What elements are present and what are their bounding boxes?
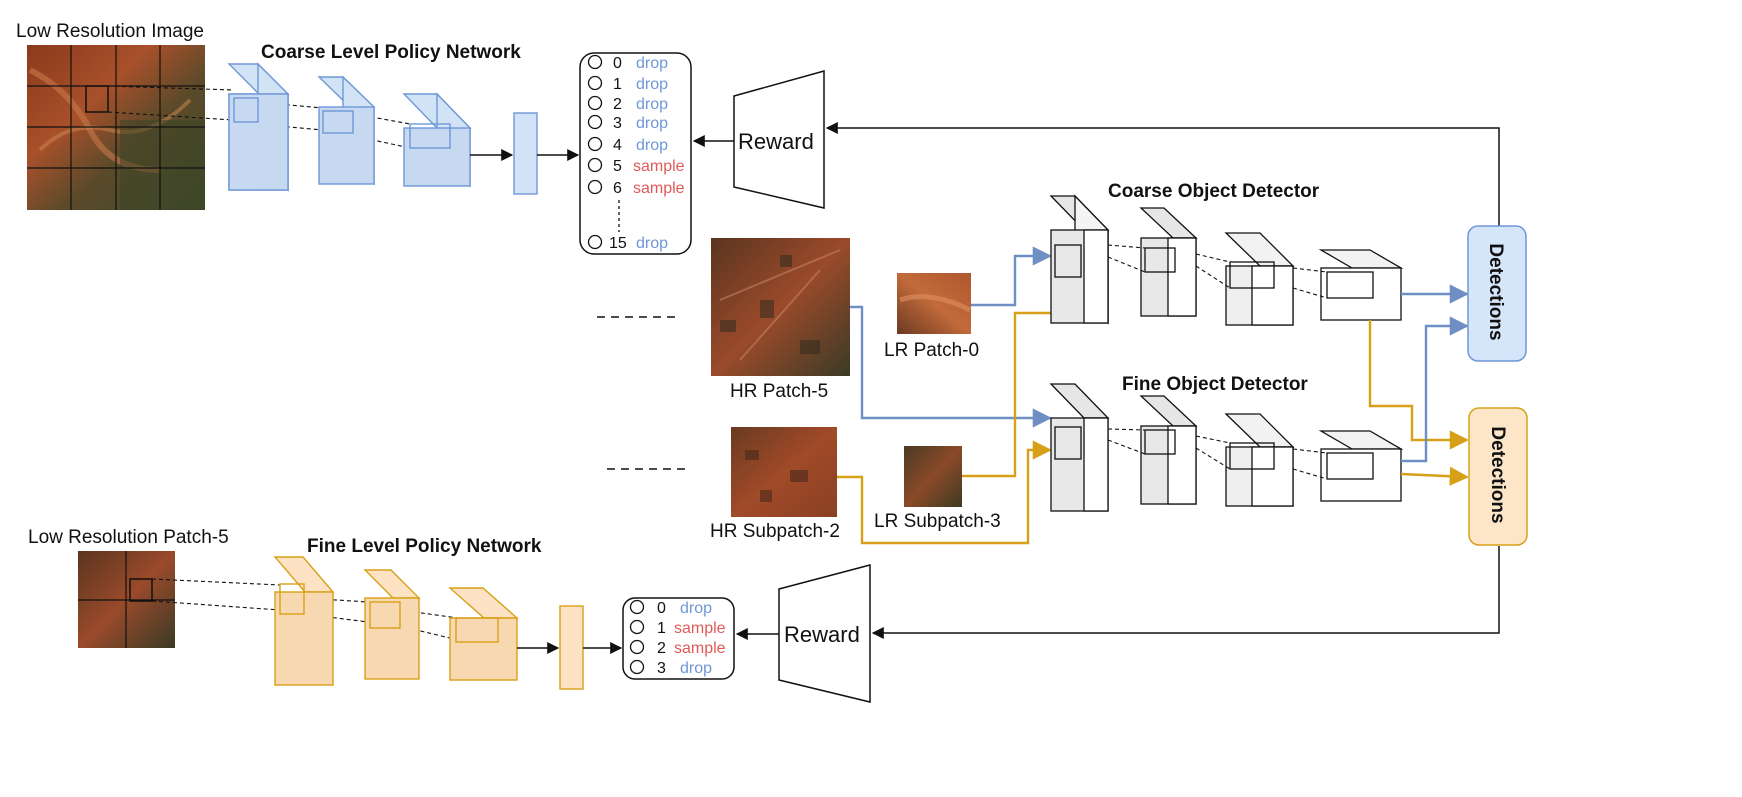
lr-subpatch-image bbox=[904, 446, 962, 507]
action-item-3: 3 drop bbox=[587, 114, 668, 132]
coarse-action-list bbox=[579, 52, 692, 255]
low-res-patch-image bbox=[78, 551, 175, 648]
detections-top-label: Detections bbox=[1485, 243, 1506, 340]
svg-text:drop: drop bbox=[636, 76, 668, 93]
lr-subpatch-label: LR Subpatch-3 bbox=[874, 511, 1001, 532]
action-item-5: 5 sample bbox=[587, 157, 685, 175]
fine-detector-title: Fine Object Detector bbox=[1122, 374, 1308, 395]
hr-subpatch-image bbox=[731, 427, 837, 517]
svg-text:drop: drop bbox=[680, 600, 712, 617]
detections-top bbox=[1467, 225, 1527, 362]
detections-bottom-label: Detections bbox=[1487, 426, 1508, 523]
coarse-detector-title: Coarse Object Detector bbox=[1108, 181, 1320, 202]
action-item-15: 15 drop bbox=[587, 234, 668, 252]
action-item-1: 1 drop bbox=[587, 75, 668, 93]
coarse-action-items: 0 drop 1 drop 2 drop 3 drop 4 drop 5 sam… bbox=[587, 54, 685, 252]
hr-subpatch-to-fine-detector bbox=[837, 440, 1052, 545]
fine-detector-dashes bbox=[1107, 428, 1328, 480]
fine-action-item-2: 2 sample bbox=[629, 639, 726, 657]
fine-conv-block-2 bbox=[363, 569, 421, 680]
svg-text:drop: drop bbox=[636, 96, 668, 113]
coarse-detector-dashes bbox=[1107, 244, 1328, 299]
action-item-0: 0 drop bbox=[587, 54, 668, 72]
svg-text:1: 1 bbox=[613, 76, 622, 93]
fine-detector-to-detections-top bbox=[1401, 316, 1469, 463]
coarse-policy-title: Coarse Level Policy Network bbox=[261, 42, 521, 63]
fine-action-item-1: 1 sample bbox=[629, 619, 726, 637]
svg-text:5: 5 bbox=[613, 158, 622, 175]
svg-text:2: 2 bbox=[657, 640, 666, 657]
svg-text:drop: drop bbox=[636, 115, 668, 132]
svg-text:0: 0 bbox=[657, 600, 666, 617]
svg-text:sample: sample bbox=[674, 640, 726, 657]
action-item-6: 6 sample bbox=[587, 179, 685, 197]
svg-text:1: 1 bbox=[657, 620, 666, 637]
lr-subpatch-to-coarse-detector bbox=[962, 303, 1084, 478]
svg-text:sample: sample bbox=[633, 180, 685, 197]
coarse-fc-layer bbox=[513, 112, 538, 195]
action-item-4: 4 drop bbox=[587, 136, 668, 154]
hr-patch-label: HR Patch-5 bbox=[730, 381, 828, 402]
low-res-image bbox=[27, 45, 205, 210]
fine-detector-to-detections-bottom bbox=[1400, 466, 1469, 486]
reward-bottom bbox=[778, 564, 871, 703]
reward-feedback-top bbox=[825, 122, 1500, 228]
reward-top-label: Reward bbox=[738, 129, 814, 154]
detections-bottom bbox=[1468, 407, 1528, 546]
svg-text:drop: drop bbox=[636, 137, 668, 154]
svg-text:drop: drop bbox=[680, 660, 712, 677]
fine-action-items: 0 drop 1 sample 2 sample 3 drop bbox=[629, 599, 726, 677]
lr-patch-image bbox=[897, 273, 972, 334]
fine-conv-block-3 bbox=[448, 587, 519, 681]
svg-text:sample: sample bbox=[633, 158, 685, 175]
coarse-detector-to-detections-bottom bbox=[1368, 320, 1469, 450]
reward-bottom-label: Reward bbox=[784, 622, 860, 647]
fine-fc-layer bbox=[559, 605, 584, 690]
svg-text:0: 0 bbox=[613, 55, 622, 72]
low-res-patch-label: Low Resolution Patch-5 bbox=[28, 527, 229, 548]
hr-patch-to-fine-detector bbox=[850, 305, 1052, 428]
svg-text:3: 3 bbox=[657, 660, 666, 677]
svg-text:drop: drop bbox=[636, 235, 668, 252]
action-item-2: 2 drop bbox=[587, 95, 668, 113]
svg-text:2: 2 bbox=[613, 96, 622, 113]
reward-feedback-bottom bbox=[871, 546, 1500, 639]
coarse-conv-block-1 bbox=[227, 62, 290, 192]
svg-text:15: 15 bbox=[609, 235, 627, 252]
lr-patch-label: LR Patch-0 bbox=[884, 340, 979, 361]
lr-patch-to-coarse-detector bbox=[971, 246, 1052, 307]
coarse-conv-block-2 bbox=[317, 75, 376, 186]
coarse-conv-block-3 bbox=[402, 92, 472, 188]
svg-text:6: 6 bbox=[613, 180, 622, 197]
fine-action-item-0: 0 drop bbox=[629, 599, 712, 617]
fine-detector-network bbox=[1049, 383, 1404, 512]
fine-action-item-3: 3 drop bbox=[629, 659, 712, 677]
hr-subpatch-label: HR Subpatch-2 bbox=[710, 521, 840, 542]
fine-action-list bbox=[622, 597, 735, 680]
coarse-detector-network bbox=[1049, 194, 1404, 326]
svg-text:drop: drop bbox=[636, 55, 668, 72]
fine-conv-block-1 bbox=[273, 556, 335, 686]
hr-patch-image bbox=[711, 238, 850, 376]
fine-policy-title: Fine Level Policy Network bbox=[307, 536, 542, 557]
low-res-image-label: Low Resolution Image bbox=[16, 21, 204, 42]
svg-text:3: 3 bbox=[613, 115, 622, 132]
svg-text:sample: sample bbox=[674, 620, 726, 637]
reward-top bbox=[733, 70, 825, 209]
svg-text:4: 4 bbox=[613, 137, 622, 154]
